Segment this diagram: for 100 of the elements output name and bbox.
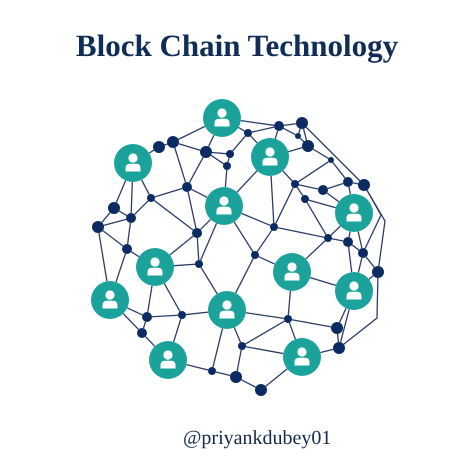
connector-line xyxy=(292,319,332,328)
title: Block Chain Technology xyxy=(74,28,400,64)
connector-line xyxy=(236,350,242,372)
network-dot xyxy=(301,195,309,203)
network-dot xyxy=(372,266,384,278)
connector-line xyxy=(305,240,326,260)
connector-line xyxy=(200,223,218,261)
connector-line xyxy=(130,251,140,258)
user-icon xyxy=(208,291,246,329)
network-dot xyxy=(255,384,267,396)
user-icon xyxy=(335,272,373,310)
network-dot xyxy=(147,194,155,202)
connector-line xyxy=(102,230,124,246)
connector-line xyxy=(284,123,296,126)
connector-line xyxy=(210,154,224,164)
connector-line xyxy=(256,230,272,252)
connector-line xyxy=(358,258,362,273)
network-dot xyxy=(230,371,242,383)
connector-line xyxy=(154,200,194,230)
connector-line xyxy=(328,182,344,190)
user-icon xyxy=(273,253,311,291)
connector-line xyxy=(241,379,256,388)
network-dot xyxy=(108,202,120,214)
connector-line xyxy=(178,143,200,151)
connector-line xyxy=(187,192,197,228)
connector-line xyxy=(338,308,347,323)
connector-line xyxy=(196,238,200,260)
connector-line xyxy=(274,130,278,139)
network-dot xyxy=(223,162,231,170)
connector-line xyxy=(288,147,302,152)
network-dot xyxy=(167,136,179,148)
connector-line xyxy=(188,156,204,183)
network-dot xyxy=(122,244,132,254)
connector-line xyxy=(101,212,111,223)
connector-line xyxy=(232,136,246,152)
network-dot xyxy=(358,248,368,258)
connector-line xyxy=(238,126,245,132)
network-dot xyxy=(251,251,259,259)
network-dot xyxy=(192,228,202,238)
connector-line xyxy=(142,322,146,328)
connector-line xyxy=(278,227,324,238)
connector-line xyxy=(236,170,258,193)
connector-line xyxy=(200,267,218,294)
connector-line xyxy=(224,170,228,188)
connector-line xyxy=(275,187,294,224)
user-icon xyxy=(91,281,129,319)
connector-line xyxy=(141,180,150,195)
network-dot xyxy=(331,322,343,334)
connector-line xyxy=(348,186,352,194)
connector-line xyxy=(116,180,126,203)
connector-line xyxy=(298,184,318,190)
connector-line xyxy=(343,278,379,345)
connector-line xyxy=(212,152,226,154)
network-dot xyxy=(296,117,308,129)
connector-line xyxy=(332,238,344,242)
network-dot xyxy=(92,221,104,233)
network-dot xyxy=(195,260,203,268)
connector-line xyxy=(127,222,131,244)
connector-line xyxy=(169,236,194,256)
network-dot xyxy=(302,140,314,152)
connector-line xyxy=(104,218,126,226)
connector-line xyxy=(174,264,196,266)
connector-line xyxy=(122,313,139,330)
user-icon xyxy=(205,187,243,225)
connector-line xyxy=(270,176,274,224)
connector-line xyxy=(364,190,382,249)
network-dot xyxy=(238,342,246,350)
network-dot xyxy=(137,328,147,338)
connector-line xyxy=(154,188,182,198)
connector-line xyxy=(186,311,208,316)
connector-line xyxy=(306,202,327,235)
network-dot xyxy=(270,223,278,231)
network-dot xyxy=(142,312,152,322)
network-dot xyxy=(126,213,136,223)
network-dot xyxy=(328,157,334,163)
connector-line xyxy=(366,190,386,266)
connector-line xyxy=(283,128,296,136)
connector-line xyxy=(191,188,208,198)
user-icon xyxy=(283,338,321,376)
connector-line xyxy=(252,126,274,133)
connector-line xyxy=(98,232,108,282)
connector-line xyxy=(235,258,254,294)
connector-line xyxy=(340,309,350,342)
connector-line xyxy=(208,134,214,147)
connector-line xyxy=(127,307,143,316)
connector-line xyxy=(216,371,230,376)
connector-line xyxy=(130,182,133,214)
network-dot xyxy=(200,146,212,158)
user-icon xyxy=(136,248,174,286)
connector-line xyxy=(368,275,374,280)
connector-line xyxy=(212,328,224,368)
connector-line xyxy=(296,186,304,196)
connector-line xyxy=(298,128,301,134)
network-dot xyxy=(284,315,292,323)
network-dot xyxy=(324,234,332,242)
user-icon xyxy=(251,138,289,176)
connector-line xyxy=(348,246,352,272)
connector-line xyxy=(312,148,329,159)
connector-line xyxy=(336,334,340,342)
connector-line xyxy=(240,120,274,126)
